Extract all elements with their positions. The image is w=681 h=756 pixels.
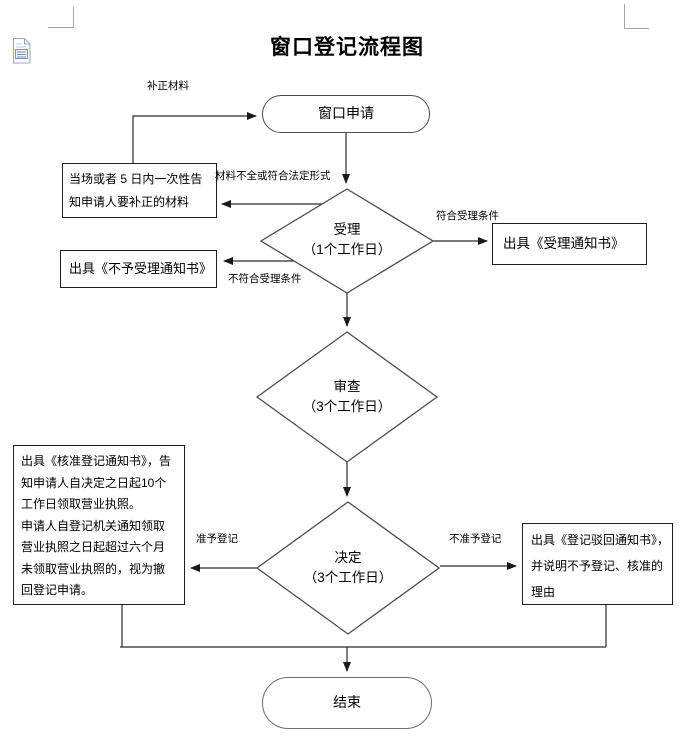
accept-diamond-label: 受理 （1个工作日） [302,222,392,257]
text-boundary-mark-top-right [624,4,649,29]
node-start-label: 窗口申请 [318,105,374,121]
page-title: 窗口登记流程图 [270,36,424,59]
decision-diamond-accept[interactable] [259,188,435,294]
review-diamond-label: 审查 （3个工作日） [302,379,392,414]
decide-diamond-label: 决定 （3个工作日） [303,550,393,585]
decision-diamond-decide[interactable] [255,501,441,635]
node-approve-notice[interactable]: 出具《核准登记通知书》，告 知申请人自决定之日起10个 工作日领取营业执照。 申… [13,445,185,605]
text-boundary-mark-top-left [48,7,74,28]
edge-label-meets-conditions: 符合受理条件 [436,210,499,222]
node-start-terminator[interactable]: 窗口申请 [262,95,430,133]
node-accept-notice[interactable]: 出具《受理通知书》 [492,223,647,265]
edge-label-materials-incomplete: 材料不全或符合法定形式 [215,170,331,182]
decision-diamond-review[interactable] [255,331,439,463]
node-correction-notice[interactable]: 当场或者 5 日内一次性告 知申请人要补正的材料 [62,163,217,218]
edge-label-not-grant-registration: 不准予登记 [449,533,502,545]
node-end-label: 结束 [333,694,361,710]
node-end-terminator[interactable]: 结束 [262,677,432,729]
embedded-document-icon[interactable] [10,37,33,65]
edge-correction-to-start [132,112,257,163]
edge-label-not-meet-conditions: 不符合受理条件 [228,273,302,285]
edge-label-supplement-materials: 补正材料 [147,80,189,92]
edge-label-grant-registration: 准予登记 [196,533,238,545]
node-deny-notice[interactable]: 出具《登记驳回通知书》， 并说明不予登记、核准的 理由 [522,523,673,605]
node-no-accept-notice[interactable]: 出具《不予受理通知书》 [60,250,217,288]
